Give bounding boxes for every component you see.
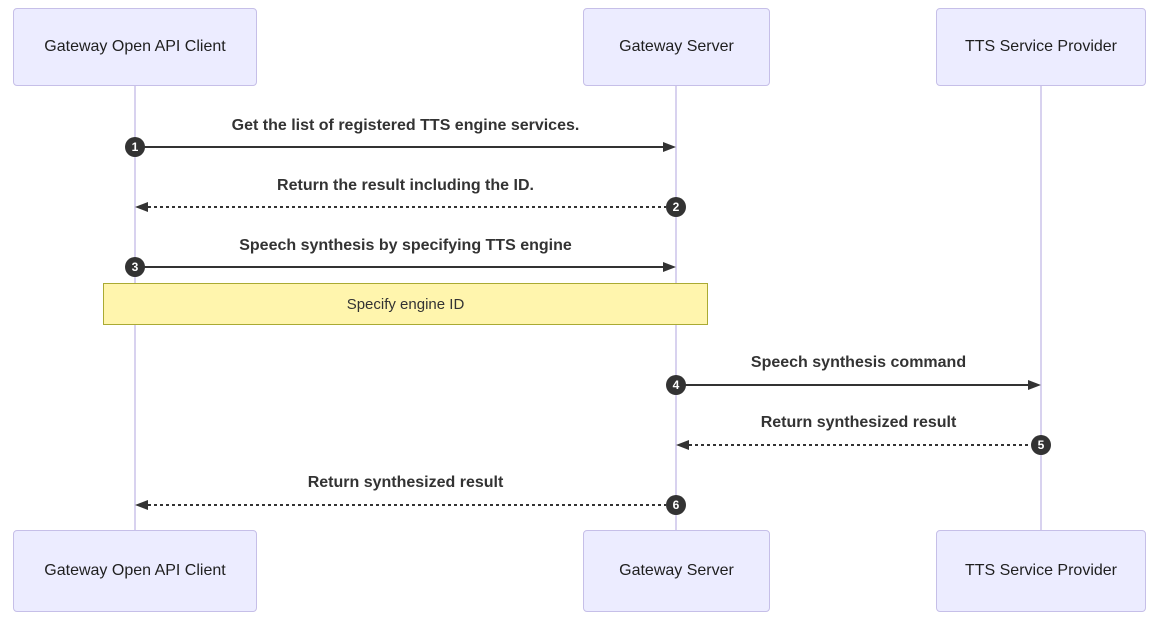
message-4-label: Speech synthesis command xyxy=(750,354,967,371)
message-1-arrow-line xyxy=(135,146,663,148)
actor-top-gateway-open-api-client: Gateway Open API Client xyxy=(13,8,257,86)
arrowhead-right-icon xyxy=(663,262,676,272)
message-6-label: Return synthesized result xyxy=(307,474,504,491)
actor-label: Gateway Server xyxy=(619,38,734,55)
message-3-arrow-line xyxy=(135,266,663,268)
message-4-number-badge: 4 xyxy=(666,375,686,395)
actor-bottom-gateway-server: Gateway Server xyxy=(583,530,770,612)
message-5-label: Return synthesized result xyxy=(760,414,957,431)
message-5-number-badge: 5 xyxy=(1031,435,1051,455)
arrowhead-left-icon xyxy=(676,440,689,450)
message-5-arrow-line xyxy=(689,444,1031,446)
arrowhead-left-icon xyxy=(135,202,148,212)
actor-label: TTS Service Provider xyxy=(964,38,1118,55)
message-6-number-badge: 6 xyxy=(666,495,686,515)
actor-label: Gateway Server xyxy=(619,562,734,579)
message-1-number-badge: 1 xyxy=(125,137,145,157)
message-4-arrow-line xyxy=(676,384,1028,386)
arrowhead-right-icon xyxy=(1028,380,1041,390)
actor-bottom-gateway-open-api-client: Gateway Open API Client xyxy=(13,530,257,612)
message-2-number-badge: 2 xyxy=(666,197,686,217)
note-label: Specify engine ID xyxy=(346,295,465,313)
actor-label: Gateway Open API Client xyxy=(44,562,226,579)
actor-label: Gateway Open API Client xyxy=(44,38,226,55)
message-2-arrow-line xyxy=(148,206,666,208)
message-1-label: Get the list of registered TTS engine se… xyxy=(231,117,580,134)
message-2-label: Return the result including the ID. xyxy=(277,177,534,194)
actor-top-gateway-server: Gateway Server xyxy=(583,8,770,86)
message-3-label: Speech synthesis by specifying TTS engin… xyxy=(239,237,572,254)
note-box: Specify engine ID xyxy=(103,283,708,325)
actor-label: TTS Service Provider xyxy=(964,562,1118,579)
actor-bottom-tts-service-provider: TTS Service Provider xyxy=(936,530,1146,612)
arrowhead-right-icon xyxy=(663,142,676,152)
message-6-arrow-line xyxy=(148,504,666,506)
arrowhead-left-icon xyxy=(135,500,148,510)
lifeline-tts-service-provider xyxy=(1040,86,1042,530)
actor-top-tts-service-provider: TTS Service Provider xyxy=(936,8,1146,86)
message-3-number-badge: 3 xyxy=(125,257,145,277)
